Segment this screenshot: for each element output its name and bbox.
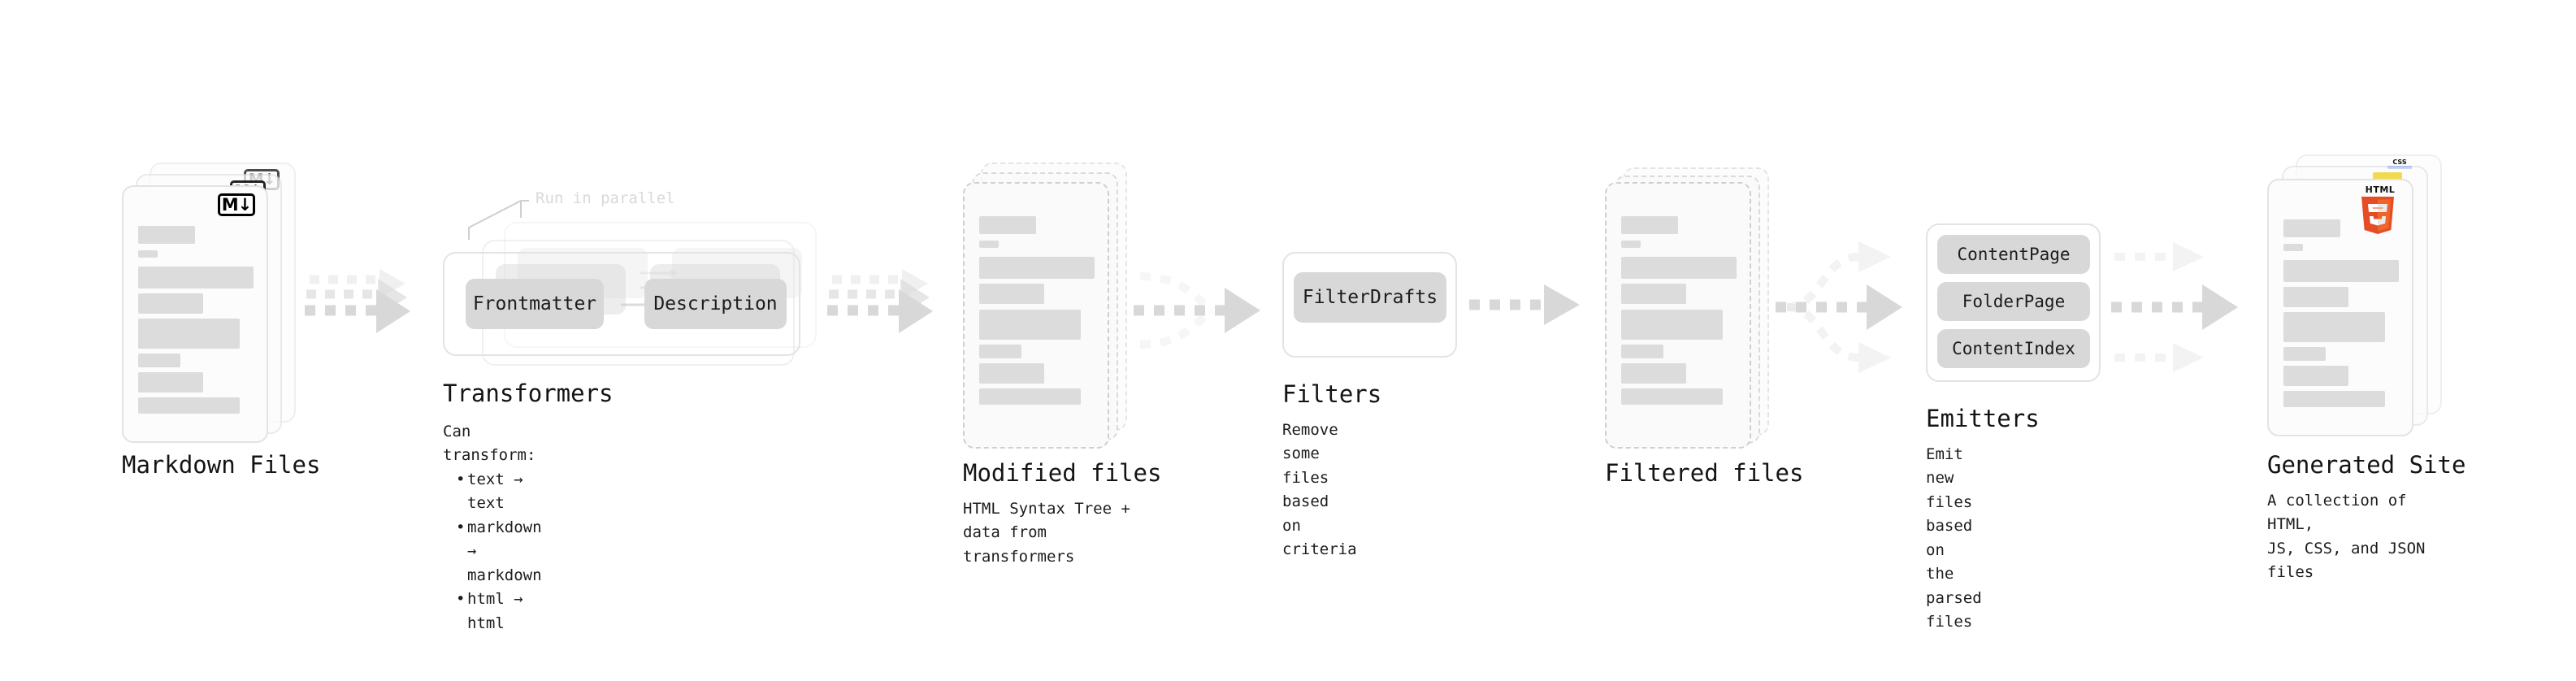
- stage-title-filters: Filters: [1282, 380, 1382, 408]
- skeleton-bar: [138, 250, 158, 258]
- skeleton-bar: [2283, 260, 2399, 282]
- skeleton-bar: [979, 284, 1044, 304]
- transformer-pill-frontmatter[interactable]: Frontmatter: [466, 279, 604, 329]
- skeleton-bar: [1621, 216, 1678, 234]
- stage-filtered-files: Filtered files: [1605, 163, 1803, 487]
- arrow-transformers-to-modified: [827, 269, 933, 333]
- stage-title-emitters: Emitters: [1926, 405, 2040, 432]
- document-skeleton: [2269, 180, 2412, 435]
- skeleton-bar: [979, 345, 1021, 358]
- transformers-bullet-item: html → html: [456, 588, 542, 635]
- transformers-note-heading: Can transform:: [443, 423, 536, 465]
- skeleton-bar: [1621, 241, 1641, 248]
- document-skeleton: [1607, 184, 1750, 447]
- skeleton-bar: [138, 319, 240, 349]
- document-card-front: [1605, 182, 1751, 449]
- html5-badge-label: HTML: [2365, 184, 2396, 195]
- transformers-bullet-list: text → text markdown → markdown html → h…: [443, 468, 542, 635]
- arrow-filters-to-filtered: [1469, 284, 1580, 325]
- skeleton-bar: [979, 257, 1095, 279]
- stage-markdown-files: M↓ M↓ M↓ Markdown Files: [122, 163, 320, 479]
- skeleton-bar: [2283, 347, 2326, 361]
- skeleton-bar: [1621, 345, 1663, 358]
- stage-modified-files: Modified files HTML Syntax Tree + data f…: [963, 163, 1161, 566]
- html5-badge: HTML: [2360, 185, 2400, 237]
- stage-generated-site: CSS HTML: [2267, 154, 2465, 581]
- skeleton-bar: [979, 363, 1044, 384]
- html5-shield-icon: [2361, 197, 2394, 234]
- arrow-markdown-to-transformers: [305, 269, 410, 333]
- stage-desc-modified-files: HTML Syntax Tree + data from transformer…: [963, 500, 1130, 566]
- run-in-parallel-leader: [468, 199, 529, 240]
- emitter-pill-contentpage[interactable]: ContentPage: [1937, 235, 2090, 274]
- skeleton-bar: [138, 354, 180, 367]
- arrow-modified-to-filters: [1134, 272, 1260, 349]
- skeleton-bar: [138, 226, 195, 244]
- document-card-front: M↓: [122, 185, 268, 443]
- run-in-parallel-label: Run in parallel: [536, 189, 675, 207]
- skeleton-bar: [1621, 388, 1723, 405]
- transformers-note: Can transform: text → text markdown → ma…: [443, 420, 542, 635]
- transformers-bullet-item: markdown → markdown: [456, 516, 542, 588]
- skeleton-bar: [979, 241, 999, 248]
- markdown-badge: M↓: [218, 193, 255, 216]
- stage-desc-generated-site: A collection of HTML, JS, CSS, and JSON …: [2267, 492, 2426, 582]
- transformer-pill-description[interactable]: Description: [644, 279, 787, 329]
- skeleton-bar: [1621, 257, 1737, 279]
- stage-desc-filters: Remove some files based on criteria: [1282, 421, 1357, 559]
- skeleton-bar: [979, 216, 1036, 234]
- transformers-bullet-item: text → text: [456, 468, 542, 516]
- stage-title-transformers: Transformers: [443, 380, 614, 407]
- skeleton-bar: [2283, 312, 2385, 342]
- skeleton-bar: [1621, 284, 1686, 304]
- skeleton-bar: [979, 388, 1081, 405]
- stage-title-generated-site: Generated Site: [2267, 451, 2466, 479]
- skeleton-bar: [2283, 244, 2303, 251]
- skeleton-bar: [138, 293, 203, 314]
- emitter-pill-folderpage[interactable]: FolderPage: [1937, 282, 2090, 321]
- skeleton-bar: [979, 310, 1081, 340]
- skeleton-bar: [1621, 363, 1686, 384]
- stage-title-modified-files: Modified files: [963, 459, 1162, 487]
- stage-title-filtered-files: Filtered files: [1605, 459, 1804, 487]
- skeleton-bar: [1621, 310, 1723, 340]
- skeleton-bar: [2283, 219, 2340, 237]
- document-skeleton: [965, 184, 1108, 447]
- document-card-front: [963, 182, 1109, 449]
- filter-pill-filterdrafts[interactable]: FilterDrafts: [1294, 272, 1446, 323]
- emitters-box: [1926, 223, 2101, 382]
- stage-title-markdown-files: Markdown Files: [122, 451, 321, 479]
- css-badge-label: CSS: [2392, 158, 2407, 166]
- arrow-filtered-to-emitters: [1776, 241, 1902, 373]
- stage-desc-emitters: Emit new files based on the parsed files: [1926, 445, 1982, 631]
- filters-box: [1282, 252, 1457, 358]
- document-skeleton: [124, 187, 267, 441]
- skeleton-bar: [138, 267, 254, 288]
- transformer-box-front: [443, 252, 800, 356]
- arrow-emitters-to-site: [2111, 242, 2238, 372]
- emitter-pill-contentindex[interactable]: ContentIndex: [1937, 329, 2090, 368]
- skeleton-bar: [2283, 391, 2385, 407]
- skeleton-bar: [2283, 287, 2348, 307]
- document-card-front: HTML: [2267, 179, 2413, 436]
- skeleton-bar: [2283, 366, 2348, 386]
- skeleton-bar: [138, 372, 203, 393]
- skeleton-bar: [138, 397, 240, 414]
